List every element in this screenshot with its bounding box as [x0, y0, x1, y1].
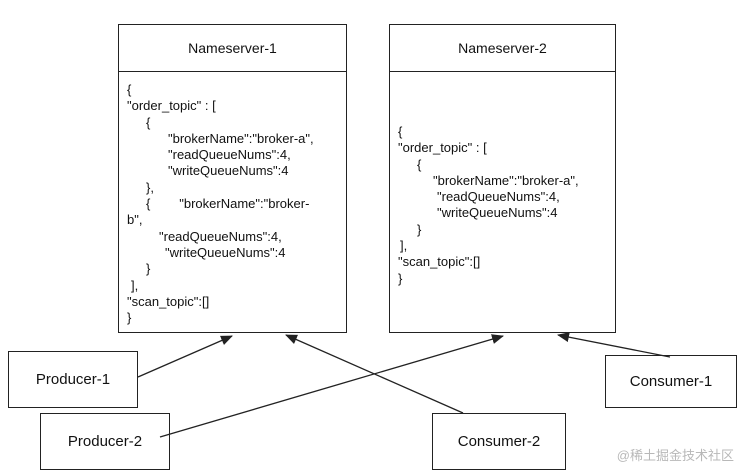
- nameserver-1-title: Nameserver-1: [119, 25, 346, 72]
- code-line: "writeQueueNums":4: [165, 245, 286, 260]
- code-line: {: [127, 82, 132, 97]
- arrow-consumer1-to-nameserver2: [557, 332, 671, 358]
- code-line: ],: [400, 238, 408, 253]
- code-line: "readQueueNums":4,: [168, 147, 291, 162]
- code-line: ],: [131, 278, 139, 293]
- watermark: @稀土掘金技术社区: [616, 448, 734, 463]
- consumer-1-box: Consumer-1: [605, 355, 737, 408]
- code-line: "brokerName":"broker-a",: [433, 173, 579, 188]
- code-line: "writeQueueNums":4: [437, 205, 558, 220]
- code-line: "writeQueueNums":4: [168, 163, 289, 178]
- code-line: "scan_topic":[]: [398, 254, 481, 269]
- nameserver-2-title: Nameserver-2: [390, 25, 615, 72]
- code-line: "readQueueNums":4,: [159, 229, 282, 244]
- code-line: },: [146, 180, 154, 195]
- code-line: }: [127, 310, 132, 325]
- arrow-producer1-to-nameserver1: [137, 335, 233, 378]
- code-line: {: [146, 115, 151, 130]
- code-line: b",: [127, 212, 143, 227]
- code-line: }: [146, 261, 151, 276]
- nameserver-1-box: Nameserver-1 { "order_topic" : [ { "brok…: [118, 24, 347, 333]
- code-line: "readQueueNums":4,: [437, 189, 560, 204]
- code-line: "scan_topic":[]: [127, 294, 210, 309]
- arrow-consumer2-to-nameserver1: [285, 334, 464, 414]
- consumer-2-box: Consumer-2: [432, 413, 566, 470]
- producer-2-box: Producer-2: [40, 413, 170, 470]
- code-line: "brokerName":"broker-a",: [168, 131, 314, 146]
- producer-1-box: Producer-1: [8, 351, 138, 408]
- code-line: {: [417, 157, 422, 172]
- code-line: "order_topic" : [: [398, 140, 487, 155]
- code-line: "order_topic" : [: [127, 98, 216, 113]
- code-line: { "brokerName":"broker-: [146, 196, 310, 211]
- code-line: {: [398, 124, 403, 139]
- code-line: }: [417, 222, 422, 237]
- nameserver-2-box: Nameserver-2 { "order_topic" : [ { "brok…: [389, 24, 616, 333]
- arrow-producer2-to-nameserver2: [159, 334, 504, 438]
- code-line: }: [398, 271, 403, 286]
